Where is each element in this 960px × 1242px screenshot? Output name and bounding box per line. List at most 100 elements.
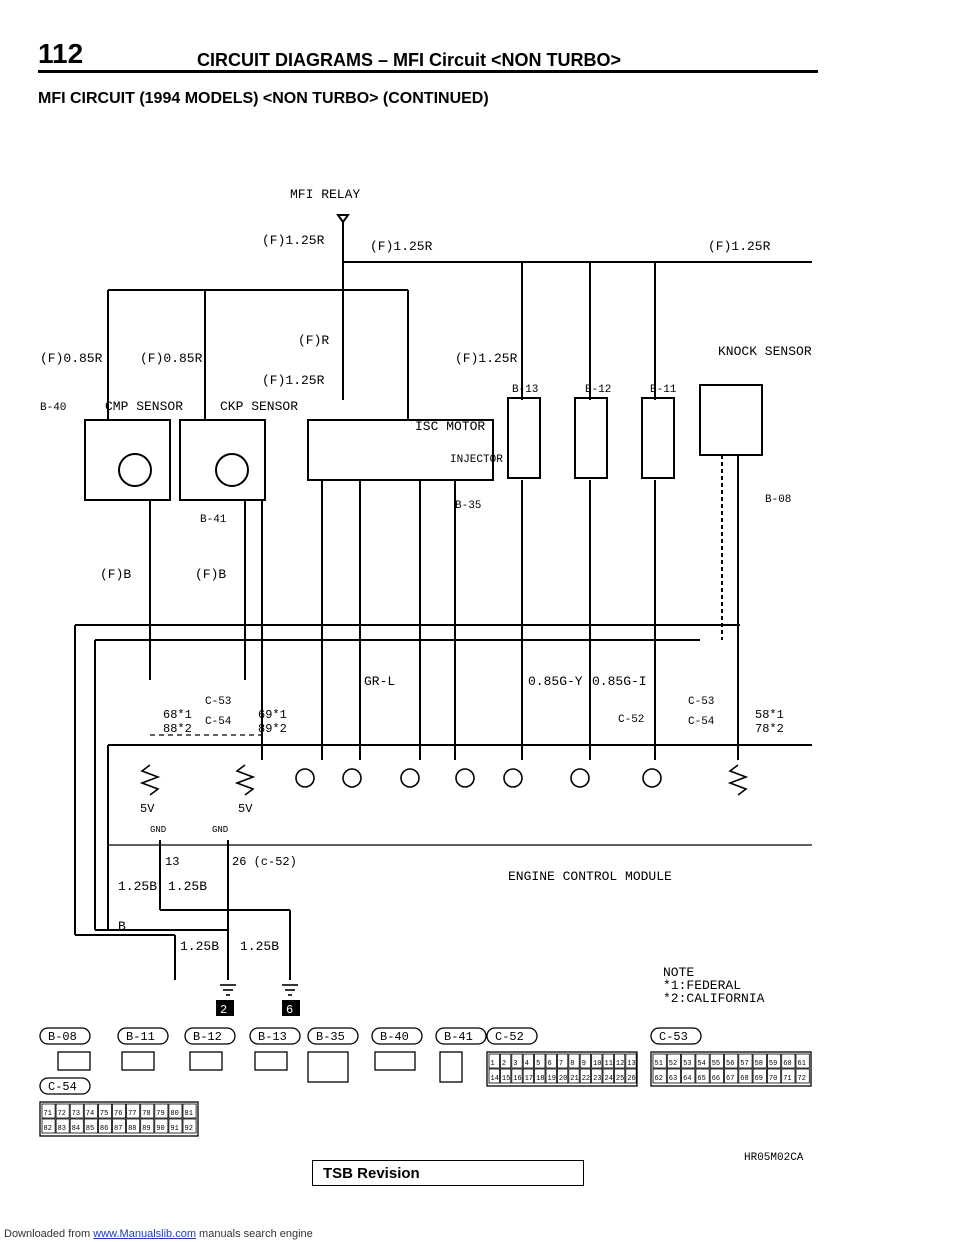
wire-label: 0.85G-Y (528, 674, 583, 689)
c54-pin: 77 (128, 1110, 136, 1118)
isc-motor-label: ISC MOTOR (415, 419, 485, 434)
pin-label: 89*2 (258, 722, 287, 736)
wire-label: 1.25B (168, 879, 207, 894)
connector-tag: B-11 (650, 384, 677, 396)
c53-cell (752, 1053, 767, 1069)
c54-cell (126, 1118, 141, 1134)
c54-cell (69, 1118, 84, 1134)
pin-label: 69*1 (258, 708, 287, 722)
c52-cell (568, 1068, 580, 1084)
c54-pin: 84 (72, 1125, 80, 1133)
c52-pin: 5 (536, 1060, 540, 1068)
c54-pin: 92 (185, 1125, 193, 1133)
c53-cell (724, 1053, 739, 1069)
c53-pin: 59 (769, 1060, 777, 1068)
c52-cell (602, 1053, 614, 1069)
c52-pin: 6 (548, 1060, 552, 1068)
c53-cell (681, 1053, 696, 1069)
c53-pin: 55 (712, 1060, 720, 1068)
c52-pin: 16 (513, 1075, 521, 1083)
c52-cell (534, 1068, 546, 1084)
c54-pin: 88 (128, 1125, 136, 1133)
legend-connector: B-35 (316, 1030, 345, 1044)
wire-label: 0.85G-I (592, 674, 647, 689)
legend-connector: C-52 (495, 1030, 524, 1044)
c52-pin: 8 (570, 1060, 574, 1068)
c52-pin: 13 (627, 1060, 635, 1068)
c54-pin: 74 (86, 1110, 94, 1118)
legend-connector: B-41 (444, 1030, 473, 1044)
c53-cell (795, 1068, 810, 1084)
voltage-label: 5V (238, 802, 253, 816)
c54-cell (112, 1103, 127, 1119)
c54-pin: 73 (72, 1110, 80, 1118)
c54-pin: 86 (100, 1125, 108, 1133)
note-title: NOTE (663, 965, 694, 980)
c52-pin: 21 (570, 1075, 578, 1083)
note-line-1: *1:FEDERAL (663, 978, 741, 993)
c53-pin: 69 (755, 1075, 763, 1083)
c52-pin: 19 (548, 1075, 556, 1083)
c54-cell (55, 1103, 70, 1119)
c52-cell (568, 1053, 580, 1069)
wire-label: 1.25B (240, 939, 279, 954)
c52-cell (591, 1053, 603, 1069)
c54-pin: 90 (156, 1125, 164, 1133)
connector-tag: C-52 (618, 714, 644, 726)
c53-cell (695, 1068, 710, 1084)
c53-cell (652, 1068, 667, 1084)
c53-pin: 54 (697, 1060, 705, 1068)
c53-cell (681, 1068, 696, 1084)
page-number: 112 (38, 38, 84, 69)
knock-sensor-label: KNOCK SENSOR (718, 344, 812, 359)
footer-prefix: Downloaded from (4, 1228, 94, 1240)
c54-cell (154, 1103, 169, 1119)
c53-cell (709, 1053, 724, 1069)
c53-pin: 63 (669, 1075, 677, 1083)
c52-pin: 25 (616, 1075, 624, 1083)
c52-cell (579, 1068, 592, 1084)
connector-tag: B-35 (455, 500, 481, 512)
c53-cell (767, 1053, 782, 1069)
injector-label: INJECTOR (450, 454, 503, 466)
c54-cell (154, 1118, 169, 1134)
c53-pin: 61 (798, 1060, 806, 1068)
c54-pin: 80 (170, 1110, 178, 1118)
c54-cell (140, 1118, 155, 1134)
c54-cell (41, 1103, 56, 1119)
header-rule (38, 70, 818, 73)
cmp-sensor-label: CMP SENSOR (105, 399, 183, 414)
c52-pin: 9 (582, 1060, 586, 1068)
pin-label: 58*1 (755, 708, 784, 722)
c52-pin: 1 (491, 1060, 495, 1068)
pin-label: 13 (165, 855, 179, 869)
connector-tag: B-08 (765, 494, 791, 506)
gnd-label: GND (150, 825, 166, 835)
c52-cell (488, 1068, 500, 1084)
c53-cell (652, 1053, 667, 1069)
pin-label: 88*2 (163, 722, 192, 736)
c53-cell (666, 1068, 681, 1084)
c53-pin: 68 (740, 1075, 748, 1083)
c52-cell (488, 1053, 500, 1069)
c52-pin: 14 (491, 1075, 499, 1083)
c53-pin: 57 (740, 1060, 748, 1068)
c52-pin: 15 (502, 1075, 510, 1083)
ground-mark-6: 6 (286, 1003, 293, 1017)
c54-pin: 81 (185, 1110, 193, 1118)
c53-cell (666, 1053, 681, 1069)
c54-cell (98, 1118, 112, 1134)
c53-pin: 64 (683, 1075, 691, 1083)
footer-suffix: manuals search engine (195, 1228, 313, 1240)
c53-pin: 56 (726, 1060, 734, 1068)
c52-cell (557, 1068, 569, 1084)
wire-label: B (118, 919, 126, 934)
manualslib-link[interactable]: www.Manualslib.com (93, 1228, 196, 1240)
c52-pin: 2 (502, 1060, 506, 1068)
wire-label: (F)1.25R (455, 351, 518, 366)
c52-pin: 12 (616, 1060, 624, 1068)
c54-pin: 82 (44, 1125, 52, 1133)
legend-connector: B-40 (380, 1030, 409, 1044)
c53-pin: 51 (655, 1060, 663, 1068)
